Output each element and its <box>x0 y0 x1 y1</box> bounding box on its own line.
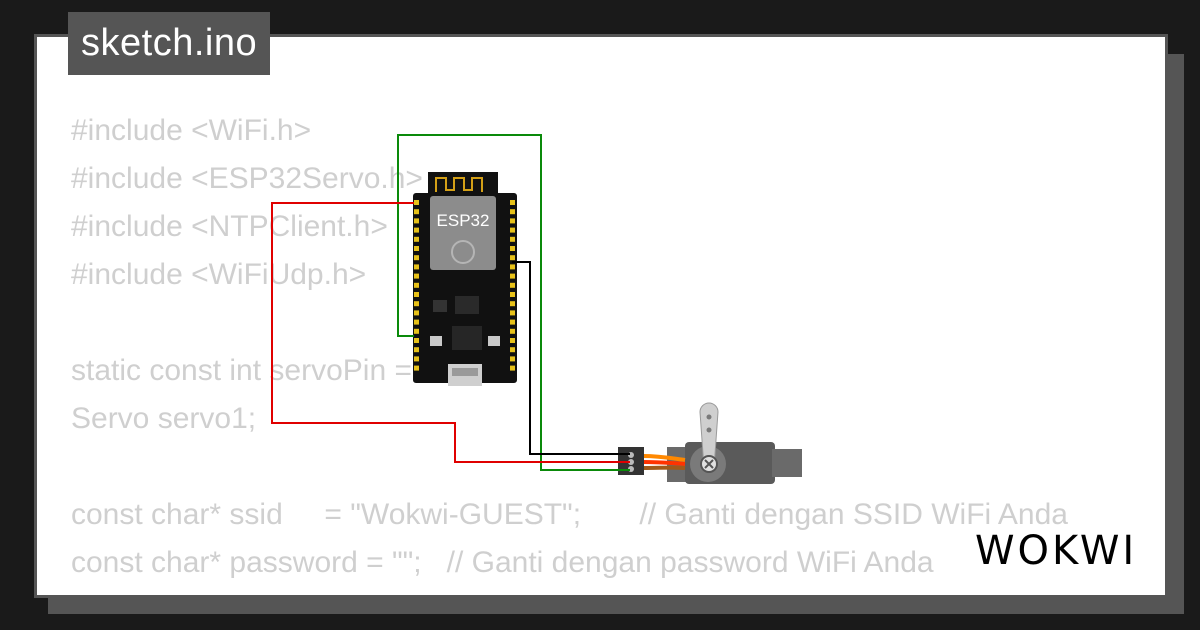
header-pin <box>510 200 515 205</box>
servo-lead-signal <box>642 454 686 462</box>
espressif-logo-icon <box>451 240 475 264</box>
header-pin <box>414 255 419 261</box>
header-pin <box>414 328 419 334</box>
header-pin <box>510 209 515 215</box>
header-pin <box>510 301 515 307</box>
header-pin <box>510 264 515 270</box>
header-pins-left <box>414 200 419 371</box>
header-pin <box>510 365 515 371</box>
header-pin <box>414 347 419 353</box>
code-line-1: #include <WiFi.h> <box>71 114 312 147</box>
header-pin <box>414 236 419 242</box>
header-pin <box>414 356 419 362</box>
header-pin <box>414 209 419 215</box>
header-pin <box>414 319 419 325</box>
header-pin <box>414 338 419 343</box>
usb-chip <box>452 326 482 350</box>
header-pin <box>510 227 515 233</box>
header-pin <box>414 264 419 270</box>
code-line-9: const char* ssid = "Wokwi-GUEST"; // Gan… <box>71 498 1068 531</box>
servo-horn <box>699 402 719 469</box>
header-pin <box>414 282 419 288</box>
header-pin <box>414 246 419 251</box>
header-pin <box>414 273 419 279</box>
header-pin <box>510 218 515 224</box>
header-pin <box>414 218 419 224</box>
logo-text: WOKWI <box>975 528 1138 574</box>
code-block: #include <WiFi.h> #include <ESP32Servo.h>… <box>71 107 1068 587</box>
sketch-card: #include <WiFi.h> #include <ESP32Servo.h>… <box>34 34 1168 598</box>
chip-label: ESP32 <box>437 211 490 230</box>
code-line-7: Servo servo1; <box>71 402 257 435</box>
servo-mount-right <box>772 449 802 477</box>
board-component <box>455 296 479 314</box>
header-pin <box>414 227 419 233</box>
header-pin <box>510 347 515 353</box>
header-pin <box>510 236 515 242</box>
header-pin <box>510 282 515 288</box>
button-en <box>430 336 442 346</box>
header-pin <box>510 338 515 343</box>
antenna-trace <box>435 177 483 192</box>
wire-green[interactable] <box>397 134 630 471</box>
esp32-module-shield <box>430 196 496 270</box>
servo-horn-hole <box>706 414 712 420</box>
code-line-4: #include <WiFiUdp.h> <box>71 258 367 291</box>
servo-horn-hole <box>706 427 712 433</box>
connector-pin <box>628 459 634 465</box>
header-pins-right <box>510 200 515 371</box>
header-pin <box>510 273 515 279</box>
header-pin <box>510 328 515 334</box>
header-pin <box>510 356 515 362</box>
usb-port-inner <box>452 368 478 376</box>
code-line-10: const char* password = ""; // Ganti deng… <box>71 546 934 579</box>
header-pin <box>414 200 419 205</box>
header-pin <box>414 310 419 316</box>
wire-red[interactable] <box>271 202 630 463</box>
header-pin <box>510 310 515 316</box>
wokwi-logo-icon: WOKWI <box>975 526 1155 576</box>
servo-lead-power <box>642 460 686 466</box>
board-component <box>433 300 447 312</box>
servo-screw-cross <box>704 459 714 469</box>
wire-black[interactable] <box>512 261 630 455</box>
header-pin <box>414 365 419 371</box>
header-pin <box>510 246 515 251</box>
file-tab[interactable]: sketch.ino <box>68 12 271 75</box>
code-line-2: #include <ESP32Servo.h> <box>71 162 423 195</box>
code-line-3: #include <NTPClient.h> <box>71 210 388 243</box>
header-pin <box>510 292 515 297</box>
header-pin <box>414 292 419 297</box>
header-pin <box>414 301 419 307</box>
button-boot <box>488 336 500 346</box>
esp32-devkit-icon[interactable]: ESP32 <box>413 172 517 386</box>
servo-motor-icon[interactable] <box>618 402 802 484</box>
header-pin <box>510 255 515 261</box>
header-pin <box>510 319 515 325</box>
